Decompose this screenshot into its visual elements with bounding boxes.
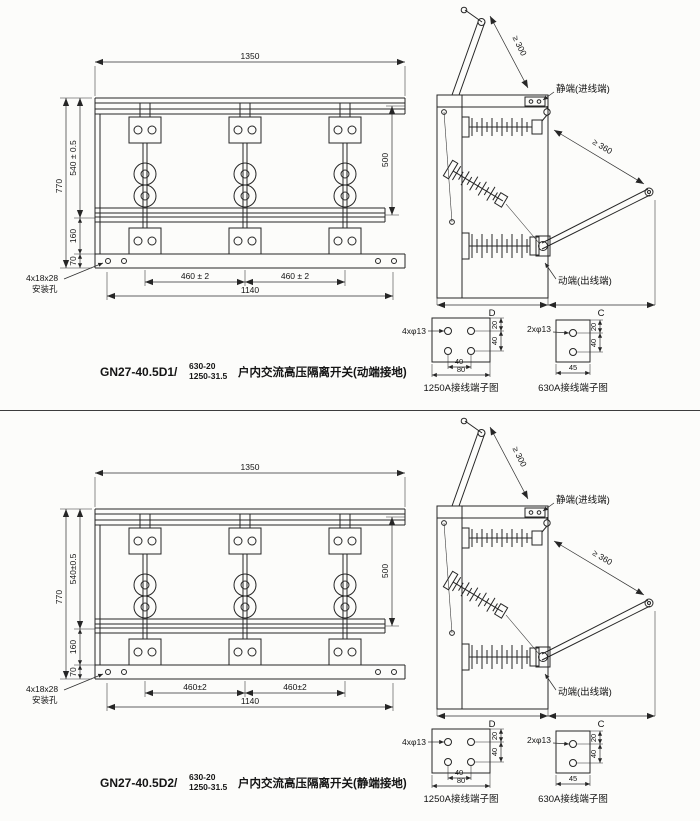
caption: GN27-40.5D1/ 630-20 1250-31.5 户内交流高压隔离开关…: [100, 361, 407, 381]
terminal-1250-dim-40r: 40: [490, 748, 499, 756]
dim-160: 160: [68, 229, 78, 243]
rating-top: 630-20: [189, 772, 216, 782]
terminal-630-dim-40: 40: [589, 750, 598, 758]
model-designation: GN27-40.5D1/: [100, 365, 178, 379]
side-view-labels: ≥ 300 ≥ 360 静端(进线端) 动端(出线端) D C: [489, 445, 615, 730]
static-terminal-label: 静端(进线端): [556, 83, 610, 95]
dim-c: C: [598, 719, 605, 730]
terminal-630-dim-45: 45: [569, 774, 577, 783]
dim-70: 70: [68, 667, 78, 677]
terminal-1250-dim-20: 20: [490, 321, 499, 329]
model-designation: GN27-40.5D2/: [100, 776, 178, 790]
dim-70: 70: [68, 256, 78, 266]
dim-500: 500: [380, 153, 390, 167]
terminal-1250-holes: 4xφ13: [402, 737, 426, 747]
rating-top: 630-20: [189, 361, 216, 371]
rating-bottom: 1250-31.5: [189, 371, 228, 381]
terminal-1250-label: 1250A接线端子图: [424, 382, 499, 394]
terminal-1250-dim-80: 80: [457, 776, 465, 785]
switch-drawing-panel-2: 1350 770 540±0.5 160 70 500 460±2 460±2 …: [0, 410, 700, 820]
mounting-hole-size: 4x18x28: [26, 684, 58, 694]
terminal-1250-diagram: 4xφ13 40 80 20 40 1250A接线端子图: [402, 732, 499, 805]
terminal-1250-diagram: 4xφ13 40 80 20 40 1250A接线端子图: [402, 321, 499, 394]
rating-bottom: 1250-31.5: [189, 782, 228, 792]
terminal-1250-dim-20: 20: [490, 732, 499, 740]
terminal-630-dim-45: 45: [569, 363, 577, 372]
terminal-1250-dim-40: 40: [455, 357, 463, 366]
technical-drawing: 1350 770 540 ± 0.5 160 70 500 460 ± 2 46…: [26, 0, 700, 394]
mounting-hole-size: 4x18x28: [26, 273, 58, 283]
dim-pole-height: 540±0.5: [68, 553, 78, 584]
terminal-1250-holes: 4xφ13: [402, 326, 426, 336]
dim-d: D: [489, 308, 496, 319]
drawing-line-art: [60, 7, 655, 377]
terminal-630-diagram: 2xφ13 45 20 40 630A接线端子图: [527, 734, 608, 805]
mounting-hole-label: 安装孔: [32, 284, 58, 294]
dim-base-width: 1140: [241, 696, 260, 706]
clearance-blade: ≥ 360: [591, 137, 615, 157]
dim-overall-height: 770: [54, 590, 64, 604]
terminal-630-dim-40: 40: [589, 339, 598, 347]
dim-pole-span-left: 460 ± 2: [181, 271, 210, 281]
terminal-630-holes: 2xφ13: [527, 735, 551, 745]
switch-drawing-panel-1: 1350 770 540 ± 0.5 160 70 500 460 ± 2 46…: [0, 0, 700, 410]
dim-pole-span-right: 460 ± 2: [281, 271, 310, 281]
static-terminal-label: 静端(进线端): [556, 494, 610, 506]
moving-terminal-label: 动端(出线端): [558, 686, 612, 698]
terminal-630-dim-20: 20: [589, 323, 598, 331]
dim-160: 160: [68, 640, 78, 654]
caption: GN27-40.5D2/ 630-20 1250-31.5 户内交流高压隔离开关…: [100, 772, 407, 792]
technical-drawing: 1350 770 540±0.5 160 70 500 460±2 460±2 …: [26, 411, 700, 805]
terminal-630-diagram: 2xφ13 45 20 40 630A接线端子图: [527, 323, 608, 394]
terminal-1250-dim-40r: 40: [490, 337, 499, 345]
clearance-blade: ≥ 360: [591, 548, 615, 568]
dim-500: 500: [380, 564, 390, 578]
mounting-hole-label: 安装孔: [32, 695, 58, 705]
clearance-top: ≥ 300: [511, 445, 529, 469]
dim-overall-width: 1350: [241, 462, 260, 472]
dim-pole-height: 540 ± 0.5: [68, 140, 78, 176]
front-view-dimensions: 1350 770 540 ± 0.5 160 70 500 460 ± 2 46…: [26, 51, 390, 295]
terminal-630-label: 630A接线端子图: [538, 382, 608, 394]
terminal-1250-label: 1250A接线端子图: [424, 793, 499, 805]
front-view-dimensions: 1350 770 540±0.5 160 70 500 460±2 460±2 …: [26, 462, 390, 706]
product-description: 户内交流高压隔离开关(静端接地): [238, 776, 407, 790]
terminal-630-holes: 2xφ13: [527, 324, 551, 334]
drawing-line-art: [60, 418, 655, 788]
terminal-630-label: 630A接线端子图: [538, 793, 608, 805]
dim-pole-span-right: 460±2: [283, 682, 307, 692]
terminal-1250-dim-40: 40: [455, 768, 463, 777]
moving-terminal-label: 动端(出线端): [558, 275, 612, 287]
terminal-630-dim-20: 20: [589, 734, 598, 742]
dim-overall-width: 1350: [241, 51, 260, 61]
dim-d: D: [489, 719, 496, 730]
product-description: 户内交流高压隔离开关(动端接地): [238, 365, 407, 379]
dim-base-width: 1140: [241, 285, 260, 295]
dim-overall-height: 770: [54, 179, 64, 193]
side-view-labels: ≥ 300 ≥ 360 静端(进线端) 动端(出线端) D C: [489, 34, 615, 319]
dim-c: C: [598, 308, 605, 319]
clearance-top: ≥ 300: [511, 34, 529, 58]
terminal-1250-dim-80: 80: [457, 365, 465, 374]
dim-pole-span-left: 460±2: [183, 682, 207, 692]
